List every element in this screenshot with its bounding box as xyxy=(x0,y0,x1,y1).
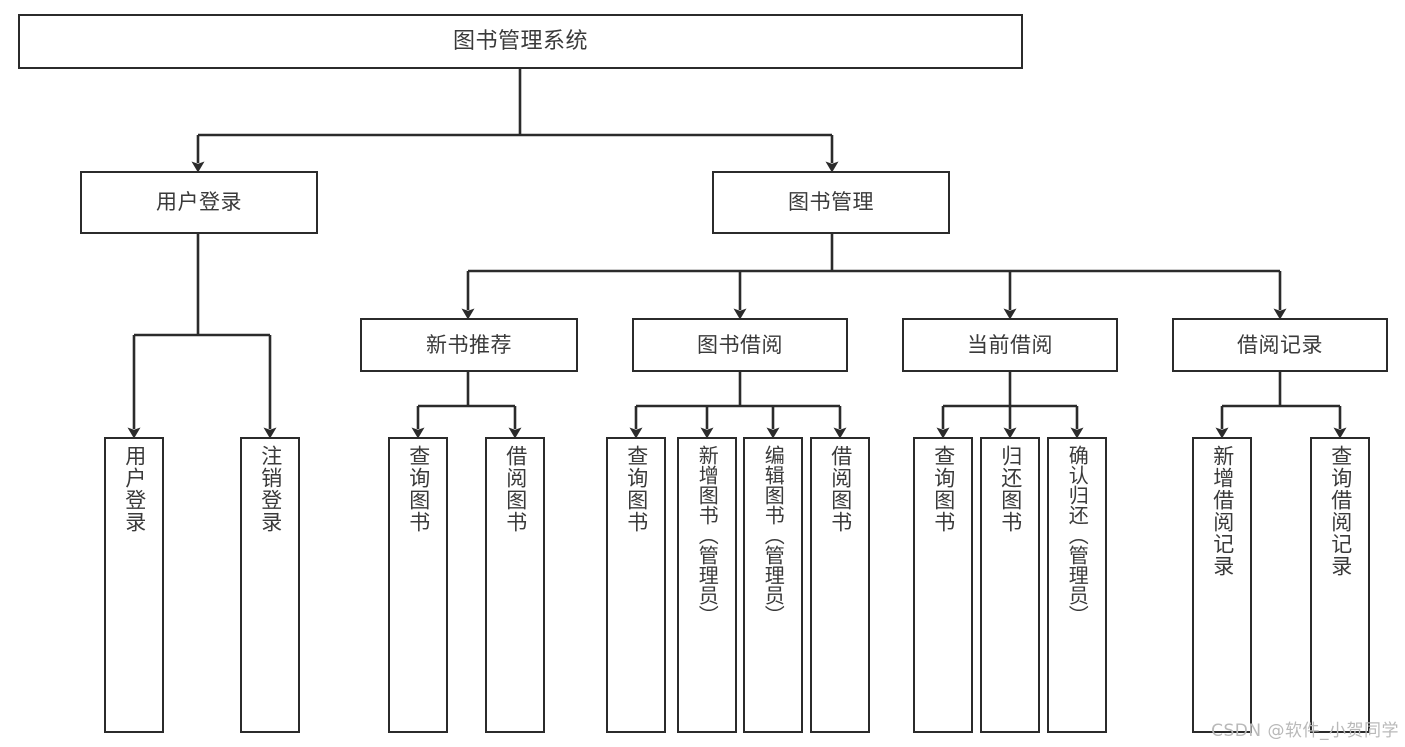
node-label: 归还图书 xyxy=(998,445,1023,533)
node-label: 图书管理系统 xyxy=(452,28,588,54)
node-label: 注销登录 xyxy=(258,445,283,533)
node-label: 查询图书 xyxy=(624,445,649,533)
node-label: 新增图书（管理员） xyxy=(695,445,720,625)
node-label: 用户登录 xyxy=(122,445,147,533)
leaf-borrow-book[interactable]: 借阅图书 xyxy=(810,437,870,733)
node-root-system[interactable]: 图书管理系统 xyxy=(18,14,1023,69)
leaf-user-login[interactable]: 用户登录 xyxy=(104,437,164,733)
node-user-login[interactable]: 用户登录 xyxy=(80,171,318,234)
node-book-management[interactable]: 图书管理 xyxy=(712,171,950,234)
leaf-query-borrow-record[interactable]: 查询借阅记录 xyxy=(1310,437,1370,733)
leaf-add-book-admin[interactable]: 新增图书（管理员） xyxy=(677,437,737,733)
leaf-add-borrow-record[interactable]: 新增借阅记录 xyxy=(1192,437,1252,733)
node-label: 查询借阅记录 xyxy=(1328,445,1353,577)
node-label: 图书管理 xyxy=(788,190,874,215)
node-label: 借阅图书 xyxy=(828,445,853,533)
leaf-edit-book-admin[interactable]: 编辑图书（管理员） xyxy=(743,437,803,733)
node-new-book-recommend[interactable]: 新书推荐 xyxy=(360,318,578,372)
leaf-query-book-borrow[interactable]: 查询图书 xyxy=(606,437,666,733)
leaf-borrow-book-recommend[interactable]: 借阅图书 xyxy=(485,437,545,733)
node-label: 查询图书 xyxy=(931,445,956,533)
node-label: 编辑图书（管理员） xyxy=(761,445,786,625)
node-borrow-record[interactable]: 借阅记录 xyxy=(1172,318,1388,372)
leaf-return-book[interactable]: 归还图书 xyxy=(980,437,1040,733)
node-label: 用户登录 xyxy=(156,190,242,215)
leaf-confirm-return-admin[interactable]: 确认归还（管理员） xyxy=(1047,437,1107,733)
leaf-query-book-current[interactable]: 查询图书 xyxy=(913,437,973,733)
leaf-query-book-recommend[interactable]: 查询图书 xyxy=(388,437,448,733)
node-label: 借阅记录 xyxy=(1237,332,1323,357)
node-label: 当前借阅 xyxy=(967,332,1053,357)
node-label: 新增借阅记录 xyxy=(1210,445,1235,577)
node-label: 查询图书 xyxy=(406,445,431,533)
csdn-watermark: CSDN @软件_小贺同学 xyxy=(1211,721,1399,741)
node-label: 借阅图书 xyxy=(503,445,528,533)
node-current-borrow[interactable]: 当前借阅 xyxy=(902,318,1118,372)
node-label: 新书推荐 xyxy=(426,332,512,357)
node-label: 确认归还（管理员） xyxy=(1065,445,1090,625)
node-book-borrow[interactable]: 图书借阅 xyxy=(632,318,848,372)
leaf-logout[interactable]: 注销登录 xyxy=(240,437,300,733)
node-label: 图书借阅 xyxy=(697,332,783,357)
